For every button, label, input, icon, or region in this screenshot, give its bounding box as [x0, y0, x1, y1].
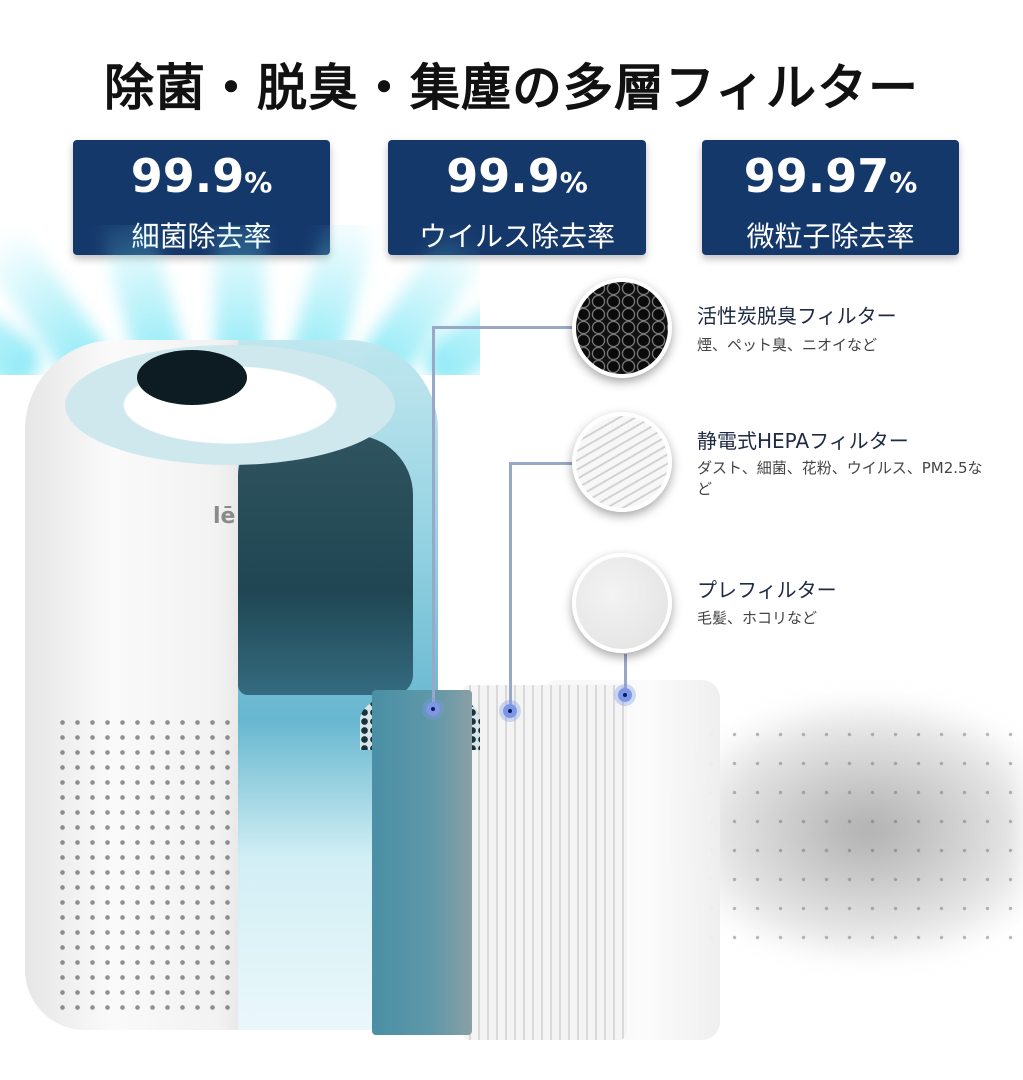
filter-title-prefilter: プレフィルター	[697, 578, 837, 602]
stat-label: 微粒子除去率	[746, 220, 915, 253]
connector-dot-hepa	[503, 704, 517, 718]
air-purifier-cutaway-image: lē	[25, 320, 440, 1050]
smoke-cloud	[680, 700, 1023, 960]
filter-title-carbon: 活性炭脱臭フィルター	[697, 304, 897, 328]
intake-grille	[55, 715, 238, 1015]
control-panel-display	[137, 350, 247, 405]
brand-logo: lē	[213, 504, 236, 529]
stat-percentage: 99.9%	[446, 149, 588, 203]
connector-dot-prefilter	[618, 688, 632, 702]
fiber-prefilter-icon	[572, 553, 672, 653]
connector-line-carbon	[432, 326, 435, 710]
connector-line-hepa	[509, 462, 574, 465]
stat-percentage: 99.9%	[130, 149, 273, 203]
page-title: 除菌・脱臭・集塵の多層フィルター	[104, 59, 919, 117]
connector-line-carbon	[432, 326, 574, 329]
filter-title-hepa: 静電式HEPAフィルター	[697, 429, 909, 453]
honeycomb-carbon-icon	[572, 278, 672, 378]
hepa-filter-image	[462, 685, 627, 1040]
filter-desc-prefilter: 毛髪、ホコリなど	[697, 609, 818, 627]
filter-desc-carbon: 煙、ペット臭、ニオイなど	[697, 336, 878, 354]
connector-line-hepa	[509, 462, 512, 710]
stat-percentage: 99.97%	[743, 149, 918, 203]
filter-desc-hepa: ダスト、細菌、花粉、ウイルス、PM2.5など	[697, 459, 983, 498]
connector-line-prefilter	[624, 654, 627, 694]
stat-box-particles: 99.97% 微粒子除去率	[702, 140, 959, 255]
pleated-hepa-icon	[572, 412, 672, 512]
connector-dot-carbon	[426, 702, 440, 716]
dust-particles	[700, 720, 1020, 940]
fan-motor	[238, 435, 413, 695]
carbon-filter-image	[372, 690, 472, 1035]
